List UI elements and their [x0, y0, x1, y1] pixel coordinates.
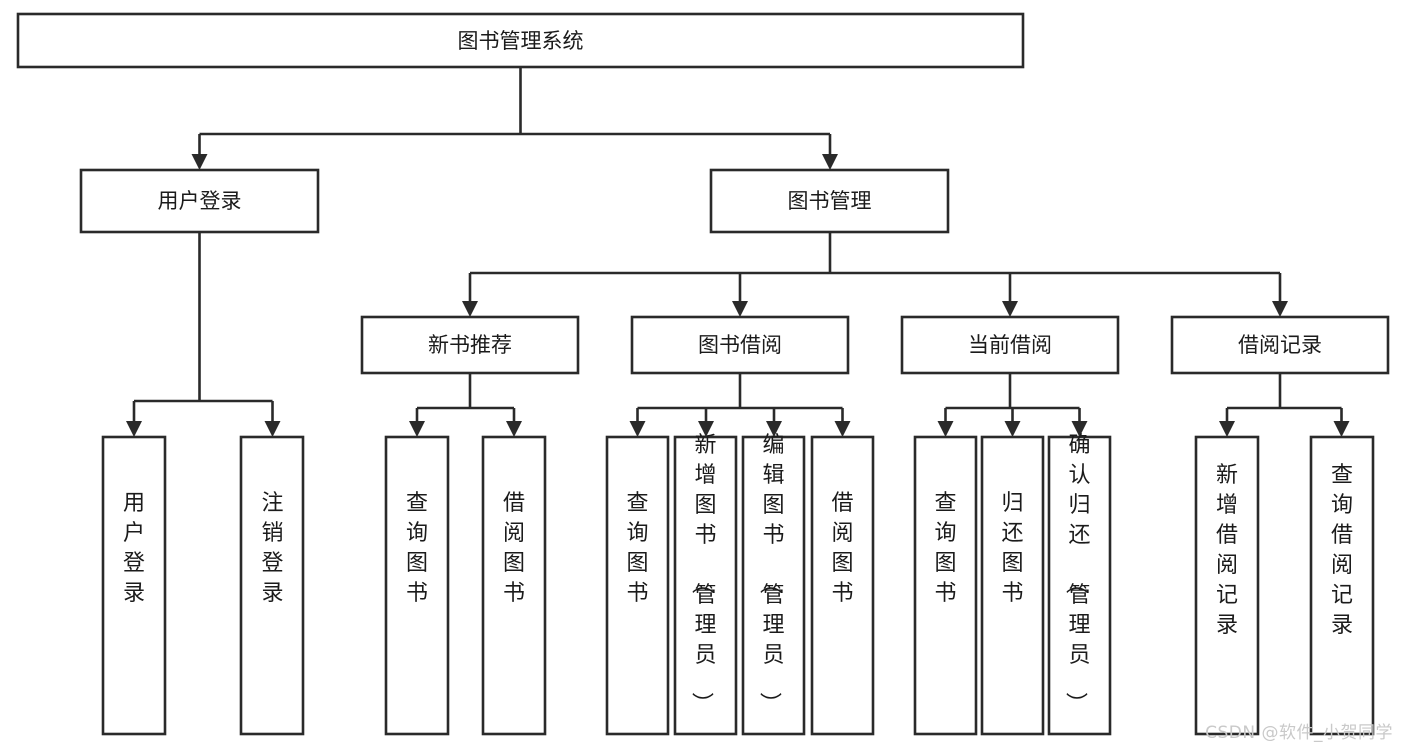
- edges-group: [126, 67, 1350, 437]
- leaf-user-login[interactable]: 用户登录: [101, 435, 167, 736]
- arrow-to-leaf-logout-login: [264, 421, 281, 437]
- leaf-query-book-3[interactable]: 查询图书: [913, 435, 978, 736]
- node-user-login-label: 用户登录: [158, 189, 242, 213]
- leaf-logout-login-box[interactable]: [239, 435, 305, 736]
- leaf-logout-login-label: 注销登录: [261, 491, 283, 606]
- node-user-login[interactable]: 用户登录: [79, 168, 320, 234]
- node-user-login-box[interactable]: [79, 168, 320, 234]
- leaf-user-login-label: 用户登录: [123, 491, 145, 606]
- leaf-borrow-book-1[interactable]: 借阅图书: [481, 435, 547, 736]
- leaf-query-book-2[interactable]: 查询图书: [605, 435, 670, 736]
- leaf-query-book-2-box[interactable]: [605, 435, 670, 736]
- arrow-to-book-management: [822, 154, 838, 170]
- node-borrow-record-label: 借阅记录: [1238, 333, 1322, 357]
- node-book-borrow-box[interactable]: [630, 315, 850, 375]
- node-current-borrow[interactable]: 当前借阅: [900, 315, 1120, 375]
- leaf-borrow-book-1-label: 借阅图书: [503, 491, 525, 606]
- leaf-query-borrow-record[interactable]: 查询借阅记录: [1309, 435, 1375, 736]
- leaf-add-borrow-record[interactable]: 新增借阅记录: [1194, 435, 1260, 736]
- leaf-query-borrow-record-box[interactable]: [1309, 435, 1375, 736]
- leaf-query-book-3-label: 查询图书: [934, 491, 956, 606]
- leaf-borrow-book-1-box[interactable]: [481, 435, 547, 736]
- arrow-to-leaf-query-book-3: [937, 421, 954, 437]
- arrow-to-leaf-query-borrow-record: [1333, 421, 1350, 437]
- leaf-query-book-2-label: 查询图书: [626, 491, 648, 606]
- arrow-to-leaf-user-login: [126, 421, 142, 437]
- leaf-return-book[interactable]: 归还图书: [980, 435, 1045, 736]
- node-current-borrow-label: 当前借阅: [968, 333, 1052, 357]
- arrow-to-leaf-add-borrow-record: [1219, 421, 1235, 437]
- node-book-management-box[interactable]: [709, 168, 950, 234]
- leaf-edit-book-admin[interactable]: 编辑图书（管理员）: [741, 433, 806, 736]
- leaf-borrow-book-2-label: 借阅图书: [831, 491, 853, 606]
- arrow-to-user-login: [191, 154, 208, 170]
- arrow-to-leaf-query-book-2: [629, 421, 646, 437]
- node-root-label: 图书管理系统: [458, 29, 584, 53]
- node-root[interactable]: 图书管理系统: [16, 12, 1025, 69]
- leaf-borrow-book-2-box[interactable]: [810, 435, 875, 736]
- leaf-logout-login[interactable]: 注销登录: [239, 435, 305, 736]
- leaf-return-book-label: 归还图书: [1001, 491, 1023, 606]
- leaf-query-book-3-box[interactable]: [913, 435, 978, 736]
- leaf-query-book-1[interactable]: 查询图书: [384, 435, 450, 736]
- arrow-to-leaf-query-book-1: [409, 421, 425, 437]
- leaf-query-borrow-record-label: 查询借阅记录: [1331, 463, 1353, 638]
- node-new-book-recommend[interactable]: 新书推荐: [360, 315, 580, 375]
- node-book-borrow[interactable]: 图书借阅: [630, 315, 850, 375]
- leaf-edit-book-admin-label: 编辑图书（管理员）: [756, 433, 784, 714]
- csdn-watermark: CSDN @软件_小贺同学: [1205, 723, 1393, 743]
- leaf-query-book-1-box[interactable]: [384, 435, 450, 736]
- node-book-management-label: 图书管理: [788, 189, 872, 213]
- leaf-add-borrow-record-label: 新增借阅记录: [1216, 463, 1238, 638]
- node-borrow-record-box[interactable]: [1170, 315, 1390, 375]
- node-new-book-recommend-box[interactable]: [360, 315, 580, 375]
- leaf-edit-book-admin-box[interactable]: [741, 435, 806, 736]
- node-current-borrow-box[interactable]: [900, 315, 1120, 375]
- node-root-box[interactable]: [16, 12, 1025, 69]
- leaf-confirm-return-admin[interactable]: 确认归还（管理员）: [1047, 433, 1112, 736]
- leaf-add-book-admin[interactable]: 新增图书（管理员）: [673, 433, 738, 736]
- leaf-add-book-admin-box[interactable]: [673, 435, 738, 736]
- leaf-borrow-book-2[interactable]: 借阅图书: [810, 435, 875, 736]
- node-new-book-recommend-label: 新书推荐: [428, 333, 512, 357]
- node-borrow-record[interactable]: 借阅记录: [1170, 315, 1390, 375]
- leaf-confirm-return-admin-box[interactable]: [1047, 435, 1112, 736]
- leaf-user-login-box[interactable]: [101, 435, 167, 736]
- leaf-add-book-admin-label: 新增图书（管理员）: [688, 433, 716, 714]
- node-book-management[interactable]: 图书管理: [709, 168, 950, 234]
- arrow-to-new-book-recommend: [462, 301, 478, 317]
- arrow-to-leaf-borrow-book-1: [506, 421, 522, 437]
- leaf-return-book-box[interactable]: [980, 435, 1045, 736]
- arrow-to-borrow-record: [1272, 301, 1288, 317]
- arrow-to-leaf-borrow-book-2: [834, 421, 851, 437]
- leaf-query-book-1-label: 查询图书: [406, 491, 428, 606]
- leaf-add-borrow-record-box[interactable]: [1194, 435, 1260, 736]
- leaf-confirm-return-admin-label: 确认归还（管理员）: [1062, 433, 1090, 714]
- node-book-borrow-label: 图书借阅: [698, 333, 782, 357]
- arrow-to-leaf-return-book: [1004, 421, 1021, 437]
- arrow-to-book-borrow: [732, 301, 748, 317]
- arrow-to-current-borrow: [1002, 301, 1018, 317]
